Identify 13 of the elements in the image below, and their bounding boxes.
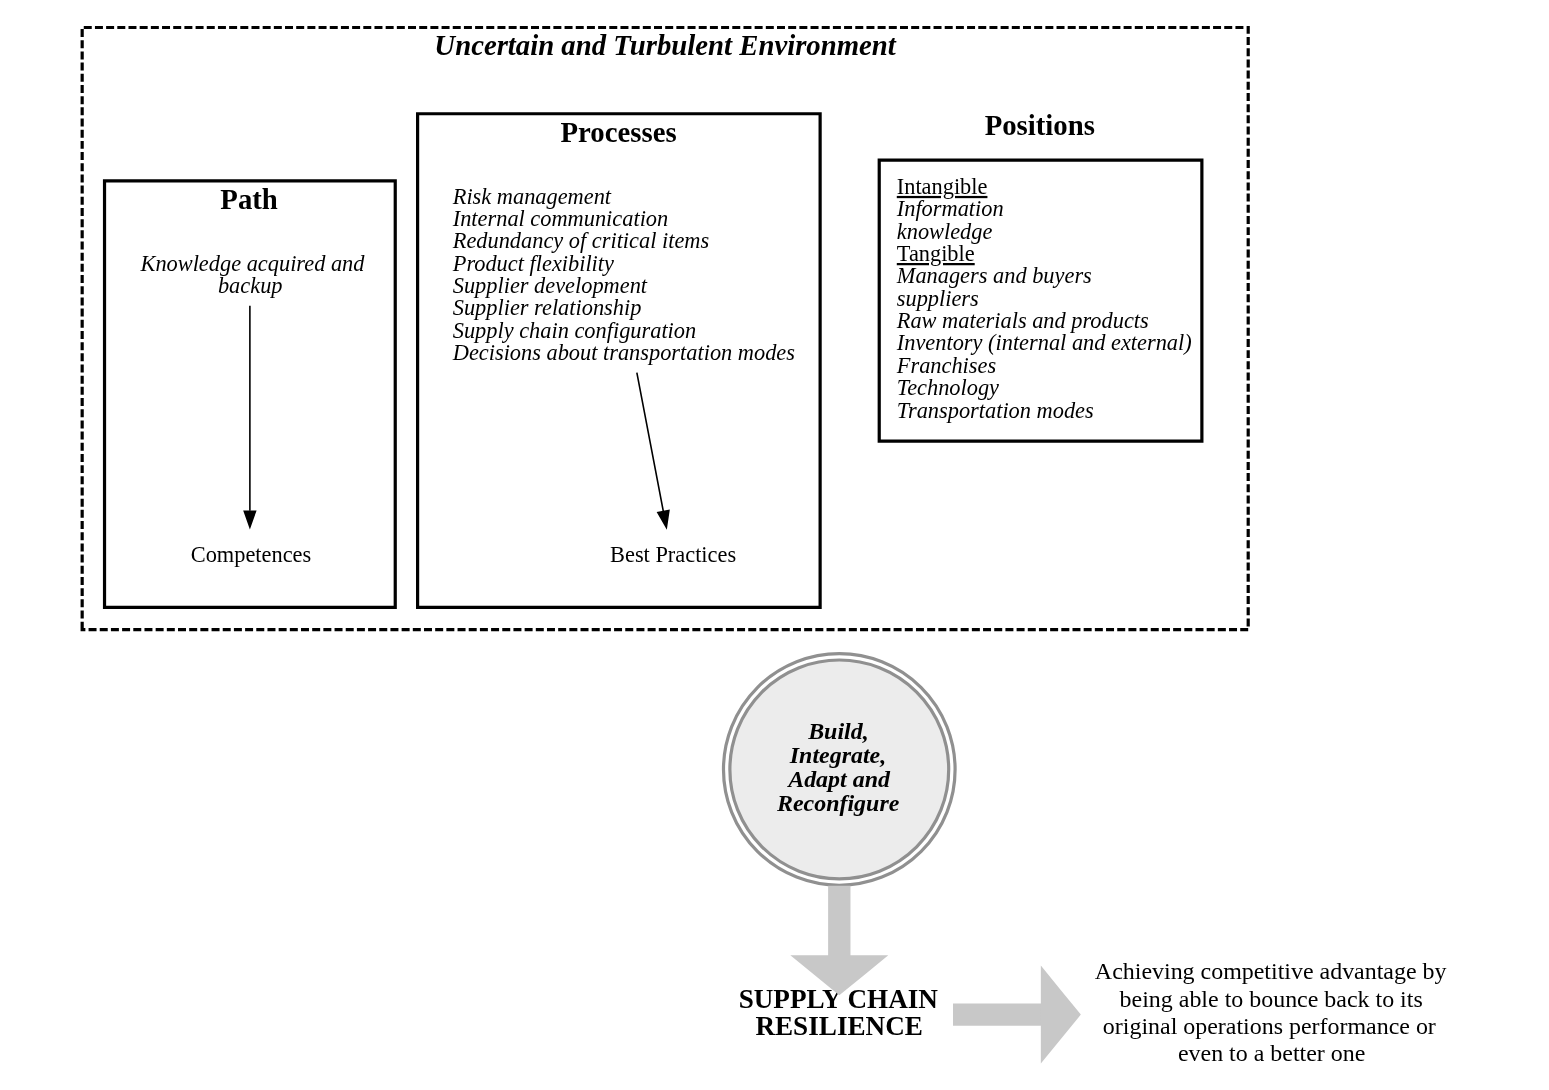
arrow [242, 304, 257, 530]
arrow [635, 371, 670, 530]
node-text: Best Practices [609, 542, 736, 568]
node-text: Achieving competitive advantage by being able to bounce back to its original operations performance or even to a better one [1094, 958, 1446, 1066]
node-box: Intangible Information knowledge Tangible Managers and buyers suppliers Raw materials and products Inventory (internal and external) Franchises Technology Transportation modes [877, 158, 1203, 443]
node-text: SUPPLY CHAIN RESILIENCE [738, 983, 938, 1041]
arrow [952, 965, 1081, 1064]
node-text: Risk management Internal communication Redundancy of critical items Product flexibility Supplier development Supplier relationship Supply chain configuration Decisions about transportation modes [452, 183, 795, 366]
node-label: Positions [984, 109, 1095, 142]
node-text: Knowledge acquired and backup [139, 250, 364, 298]
node-text: Competences [190, 542, 311, 568]
node-circle: Build, Integrate, Adapt and Reconfigure [721, 652, 957, 887]
arrow [789, 885, 888, 996]
